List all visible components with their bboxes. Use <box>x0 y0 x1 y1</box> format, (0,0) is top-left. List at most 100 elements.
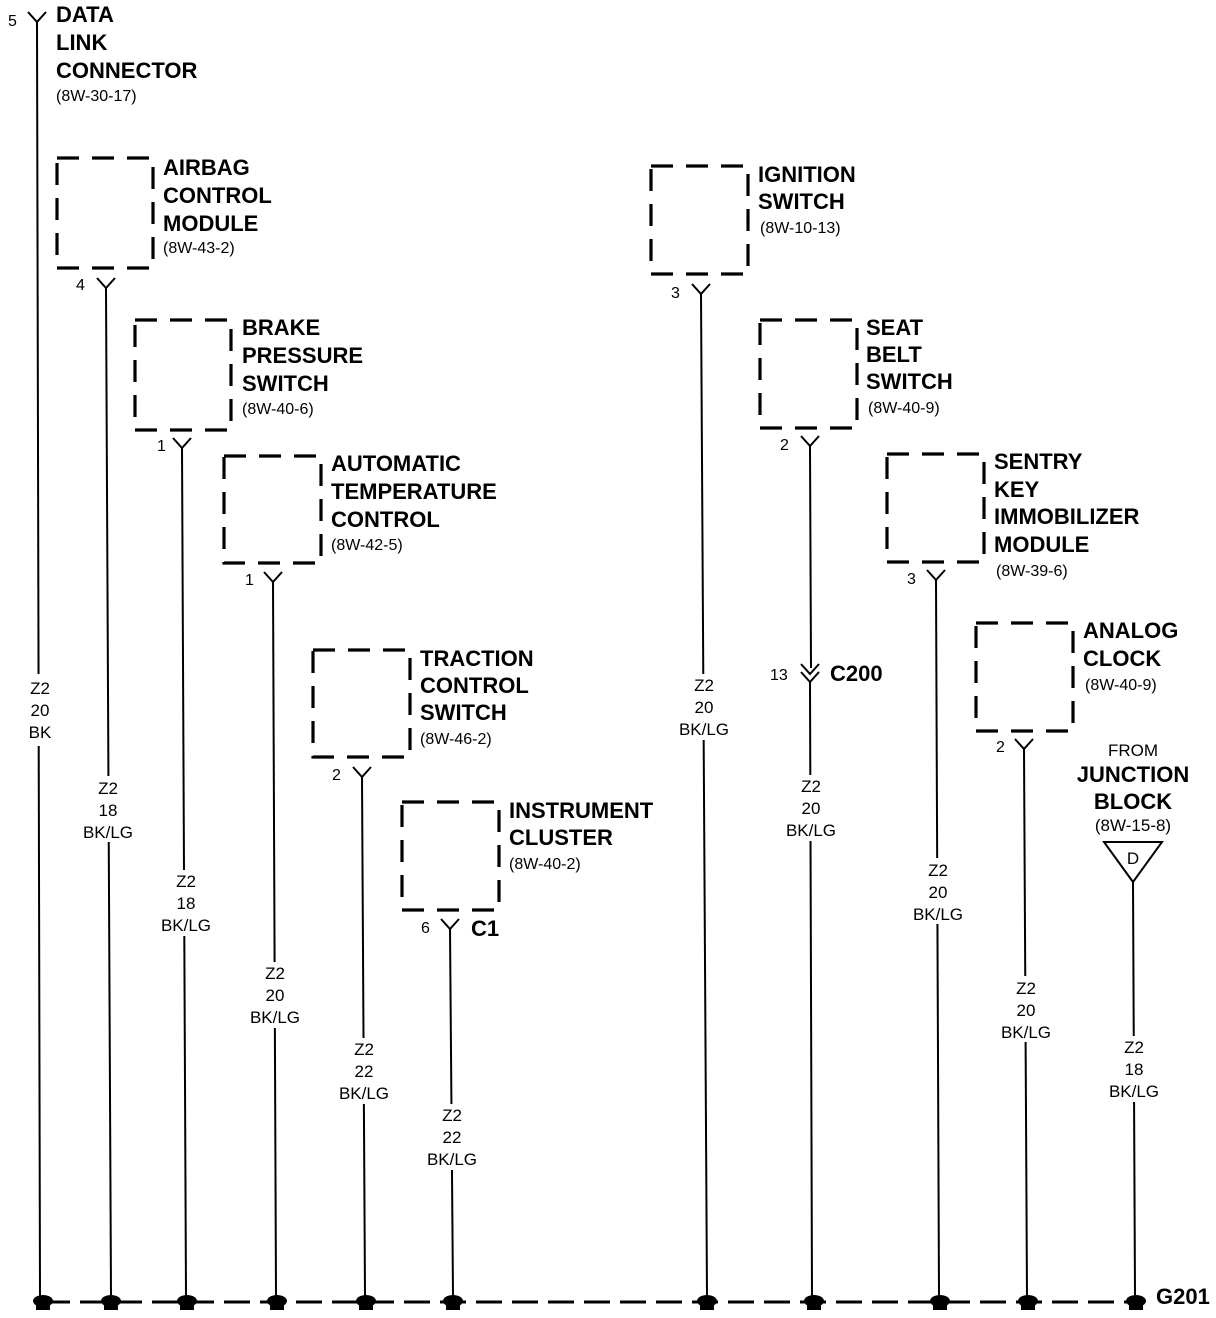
page-reference: (8W-46-2) <box>420 731 492 748</box>
component-title-line: ANALOG <box>1083 618 1178 643</box>
component-title-line: MODULE <box>994 532 1089 557</box>
ground-dot-base <box>807 1300 821 1310</box>
wire-color: BK/LG <box>339 1084 389 1103</box>
wire-label-backing <box>422 1104 484 1170</box>
component-title-line: PRESSURE <box>242 343 363 368</box>
page-reference: (8W-10-13) <box>760 220 841 237</box>
ground-dot-base <box>1021 1300 1035 1310</box>
ground-dot-base <box>104 1300 118 1310</box>
component-box <box>400 800 501 912</box>
wire-gauge: 18 <box>99 801 118 820</box>
component-box <box>885 452 986 564</box>
wire-color: BK/LG <box>913 905 963 924</box>
component-title-line: DATA <box>56 2 114 27</box>
component-title-line: KEY <box>994 477 1040 502</box>
component-box <box>758 318 859 430</box>
wire-circuit: Z2 <box>30 679 50 698</box>
wire-color: BK/LG <box>250 1008 300 1027</box>
pin-number: 4 <box>76 277 85 294</box>
component-title-line: SEAT <box>866 315 924 340</box>
connector-id: C1 <box>471 916 499 941</box>
wire-gauge: 22 <box>355 1062 374 1081</box>
wire <box>361 776 366 1297</box>
component-title-line: CONTROL <box>331 507 440 532</box>
pin-number: 1 <box>245 572 254 589</box>
component-title-line: JUNCTION <box>1077 762 1189 787</box>
component-title-line: BLOCK <box>1094 789 1172 814</box>
wire-gauge: 20 <box>31 701 50 720</box>
wire <box>809 681 813 1297</box>
brake-pressure-switch: BRAKE PRESSURE SWITCH (8W-40-6) 1 Z2 18 … <box>133 315 363 1310</box>
wire-color: BK/LG <box>161 916 211 935</box>
wire-circuit: Z2 <box>801 777 821 796</box>
junction-block: FROM JUNCTION BLOCK (8W-15-8) D Z2 18 BK… <box>1077 741 1189 1310</box>
component-title-line: LINK <box>56 30 107 55</box>
pin-number: 3 <box>907 571 916 588</box>
wire-label-backing <box>158 870 214 936</box>
wire <box>36 21 41 1297</box>
page-reference: (8W-43-2) <box>163 240 235 257</box>
component-box <box>974 621 1075 733</box>
page-reference: (8W-39-6) <box>996 563 1068 580</box>
wire-color: BK/LG <box>679 720 729 739</box>
wire-color: BK/LG <box>1001 1023 1051 1042</box>
component-box <box>55 156 155 270</box>
ignition-switch: IGNITION SWITCH (8W-10-13) 3 Z2 20 BK/LG <box>649 162 856 1310</box>
splice-id: D <box>1127 849 1139 868</box>
wire-label-backing <box>906 858 968 924</box>
pin-number: 5 <box>8 13 17 30</box>
component-title-line: SWITCH <box>420 700 507 725</box>
pin-number: 2 <box>996 739 1005 756</box>
ground-dot-base <box>446 1300 460 1310</box>
wire-gauge: 20 <box>695 698 714 717</box>
component-title-line: TEMPERATURE <box>331 479 497 504</box>
wire-circuit: Z2 <box>928 861 948 880</box>
component-title-line: TRACTION <box>420 646 534 671</box>
page-reference: (8W-15-8) <box>1095 816 1171 835</box>
pin-number: 1 <box>157 438 166 455</box>
female-terminal-icon <box>1014 738 1034 751</box>
component-title-line: CLUSTER <box>509 825 613 850</box>
wire-color: BK <box>29 723 52 742</box>
connector-id: C200 <box>830 661 883 686</box>
female-terminal-icon <box>96 277 116 290</box>
component-box <box>133 318 233 432</box>
instrument-cluster: INSTRUMENT CLUSTER (8W-40-2) 6 C1 Z2 22 … <box>400 798 654 1310</box>
wire-color: BK/LG <box>1109 1082 1159 1101</box>
traction-control-switch: TRACTION CONTROL SWITCH (8W-46-2) 2 Z2 2… <box>311 646 534 1310</box>
wire-label-backing <box>244 962 306 1028</box>
female-terminal-icon <box>27 11 47 24</box>
wire-circuit: Z2 <box>98 779 118 798</box>
ground-label: G201 <box>1156 1284 1210 1309</box>
pin-number: 3 <box>671 285 680 302</box>
airbag-control-module: AIRBAG CONTROL MODULE (8W-43-2) 4 Z2 18 … <box>55 155 272 1310</box>
wire-gauge: 18 <box>177 894 196 913</box>
component-title-line: CLOCK <box>1083 646 1161 671</box>
data-link-connector: 5 DATA LINK CONNECTOR (8W-30-17) Z2 20 B… <box>8 2 197 1310</box>
wire-label-backing <box>80 776 136 842</box>
component-title-line: CONNECTOR <box>56 58 197 83</box>
wire-label-backing <box>20 674 60 746</box>
component-title-line: SWITCH <box>242 371 329 396</box>
female-terminal-icon <box>440 918 460 931</box>
component-title-line: MODULE <box>163 211 258 236</box>
from-label: FROM <box>1108 741 1158 760</box>
female-terminal-icon <box>263 571 283 584</box>
female-terminal-icon <box>800 435 820 448</box>
component-title-line: SWITCH <box>866 369 953 394</box>
wire-circuit: Z2 <box>442 1106 462 1125</box>
component-title-line: AIRBAG <box>163 155 250 180</box>
wire-label-backing <box>780 775 842 841</box>
wire-color: BK/LG <box>786 821 836 840</box>
wire <box>935 579 940 1297</box>
ground-dot-base <box>1129 1300 1143 1310</box>
wire-label-backing <box>995 976 1057 1042</box>
page-reference: (8W-42-5) <box>331 537 403 554</box>
wire-color: BK/LG <box>83 823 133 842</box>
ground-dot-base <box>270 1300 284 1310</box>
page-reference: (8W-40-9) <box>868 400 940 417</box>
component-box <box>649 164 750 276</box>
wire-label-backing <box>674 674 736 740</box>
wire-circuit: Z2 <box>265 964 285 983</box>
